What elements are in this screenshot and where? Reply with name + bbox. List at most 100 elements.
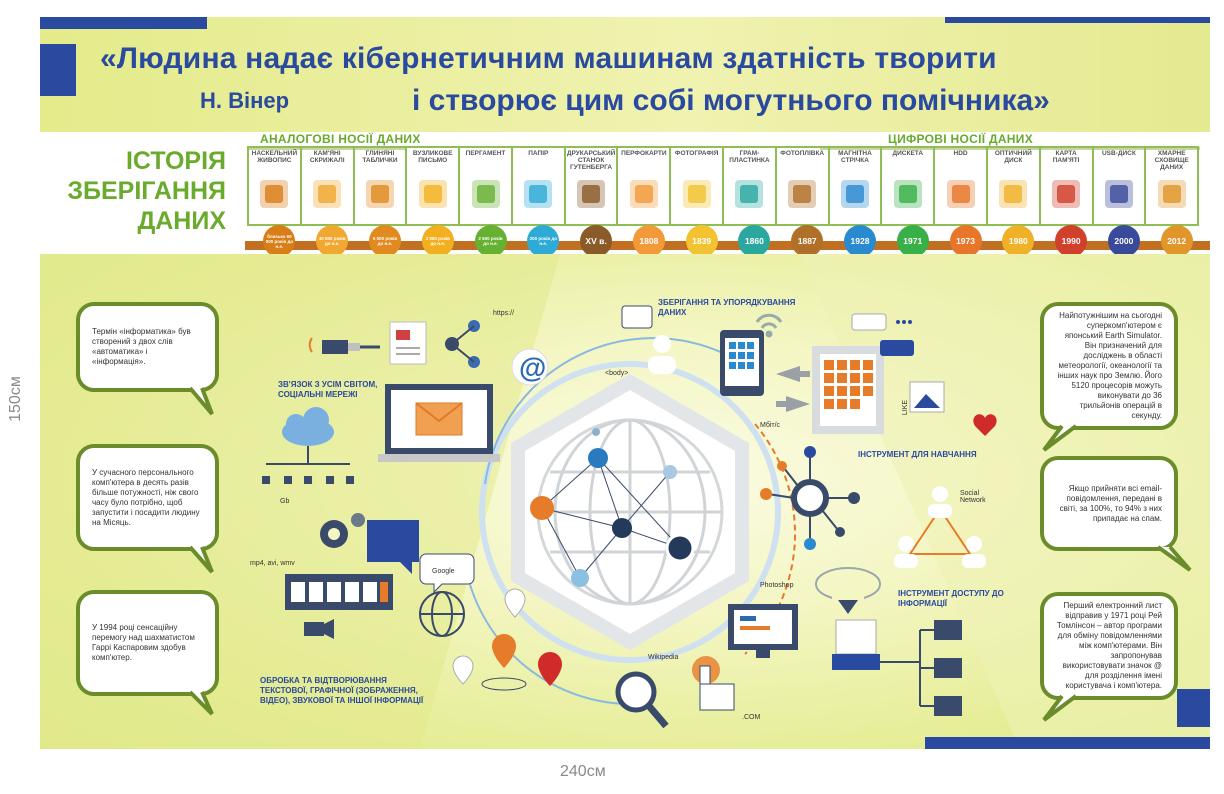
media-cell: ФОТОПЛІВКА (777, 148, 830, 224)
film-icon (782, 172, 822, 222)
usb-plug-icon (308, 337, 380, 354)
fact-text: Найпотужнішим на сьогодні суперкомп'ютер… (1057, 311, 1162, 420)
media-cell: ДРУКАРСЬКИЙ СТАНОК ГУТЕНБЕРГА (566, 148, 619, 224)
network-hub-icon (760, 446, 860, 550)
poster-header: «Людина надає кібернетичним машинам здат… (40, 17, 1210, 132)
media-label: ДИСКЕТА (892, 150, 924, 157)
label-storage: ЗБЕРІГАННЯ ТА УПОРЯДКУВАННЯ ДАНИХ (658, 298, 796, 317)
date-badge: 2012 (1160, 225, 1193, 257)
fact-text: У 1994 році сенсаційну перемогу над шахм… (92, 623, 195, 662)
com-text: .COM (742, 714, 761, 721)
footer-accent-bar (925, 737, 1210, 749)
parchment-icon (466, 172, 506, 222)
label-processing: ОБРОБКА ТА ВІДТВОРЮВАННЯ ТЕКСТОВОЇ, ГРАФ… (260, 676, 424, 705)
wikipedia-text: Wikipedia (648, 654, 679, 661)
punch-card-icon (624, 172, 664, 222)
https-text: https:// (493, 310, 515, 317)
media-label: ПЕРГАМЕНТ (465, 150, 506, 157)
fact-bubble: У сучасного персонального комп'ютера в д… (76, 444, 219, 551)
clay-tablets-icon (360, 172, 400, 222)
fact-bubble: У 1994 році сенсаційну перемогу над шахм… (76, 590, 219, 696)
media-cell: ВУЗЛИКОВЕ ПИСЬМО (407, 148, 461, 224)
fact-text: У сучасного персонального комп'ютера в д… (92, 467, 200, 527)
message-icon (621, 305, 653, 329)
google-text: Google (432, 568, 455, 575)
timeline-date: XV в. (570, 225, 623, 259)
timeline-date: 2 500 років до н.е. (464, 225, 517, 259)
chat-icon (367, 520, 475, 594)
filmstrip-icon (285, 574, 393, 610)
media-label: КАРТА ПАМ'ЯТІ (1052, 150, 1080, 164)
analog-label: АНАЛОГОВІ НОСІЇ ДАНИХ (260, 132, 421, 146)
bubble-tails (188, 386, 1192, 722)
timeline-dates: близько 60 000 років до н.е. 40 000 років… (253, 225, 1203, 259)
stone-tablets-icon (307, 172, 347, 222)
history-title-line: ДАНИХ (137, 207, 226, 235)
orbit-arcs (464, 337, 796, 705)
media-label: КАМ'ЯНІ СКРИЖАЛІ (309, 150, 345, 164)
history-title-line: ІСТОРІЯ (125, 147, 226, 175)
chat-bubble-icon (880, 340, 914, 356)
data-grid-icon (812, 346, 884, 434)
infographic-area: Термін «інформатика» був створений з дво… (40, 254, 1210, 749)
label-access: ІНСТРУМЕНТ ДОСТУПУ ДО ІНФОРМАЦІЇ (898, 589, 1004, 608)
label-learning: ІНСТРУМЕНТ ДЛЯ НАВЧАННЯ (858, 450, 977, 459)
date-badge: XV в. (580, 225, 613, 257)
date-badge: 1971 (896, 225, 929, 257)
media-cell: ХМАРНЕ СХОВИЩЕ ДАНИХ (1146, 148, 1200, 224)
tablet-icon (720, 330, 764, 396)
fact-bubble: Термін «інформатика» був створений з дво… (76, 302, 219, 392)
media-cell: ФОТОГРАФІЯ (671, 148, 725, 224)
timeline-date: 1839 (675, 225, 728, 259)
media-cell: МАГНІТНА СТРІЧКА (830, 148, 883, 224)
width-dimension: 240см (560, 763, 606, 780)
media-label: ХМАРНЕ СХОВИЩЕ ДАНИХ (1154, 150, 1189, 171)
floppy-icon (888, 172, 928, 222)
heart-icon (973, 414, 997, 436)
formats-text: mp4, avi, wmv (250, 560, 295, 567)
media-label: ОПТИЧНИЙ ДИСК (994, 150, 1032, 164)
hdd-icon (941, 172, 981, 222)
history-title-line: ЗБЕРІГАННЯ (67, 177, 226, 205)
paper-icon (518, 172, 558, 222)
optical-disc-icon (993, 172, 1033, 222)
date-badge: 2 500 років до н.е. (474, 225, 507, 257)
history-title: ІСТОРІЯ ЗБЕРІГАННЯ ДАНИХ (46, 146, 226, 236)
date-badge: 1839 (685, 225, 718, 257)
location-pin-icon (452, 588, 562, 691)
media-label: ПЕРФОКАРТИ (621, 150, 667, 157)
fact-bubble: Найпотужнішим на сьогодні суперкомп'ютер… (1040, 302, 1178, 430)
timeline-date: 1980 (992, 225, 1045, 259)
date-badge: 2000 (1107, 225, 1140, 257)
folder-tree-icon (880, 629, 934, 707)
fact-bubble: Якщо прийняти всі email-повідомлення, пе… (1040, 456, 1178, 551)
magnifier-icon (615, 671, 669, 729)
document-icon (389, 321, 427, 365)
timeline-date: 2012 (1150, 225, 1203, 259)
usb-icon (1099, 172, 1139, 222)
timeline-date: 1887 (781, 225, 834, 259)
date-badge: близько 60 000 років до н.е. (263, 225, 296, 257)
monitor-icon (728, 604, 798, 658)
social-network-text: Social Network (960, 490, 986, 504)
media-cell: ОПТИЧНИЙ ДИСК (988, 148, 1041, 224)
date-badge: 1808 (632, 225, 665, 257)
media-cell: НАСКЕЛЬНИЙ ЖИВОПИС (249, 148, 302, 224)
exchange-arrows-icon (776, 366, 810, 412)
laptop-mail-icon (378, 384, 500, 462)
timeline-date: 40 000 років до н.е. (306, 225, 359, 259)
header-accent-bar-right (945, 17, 1210, 23)
media-label: НАСКЕЛЬНИЙ ЖИВОПИС (251, 150, 298, 164)
date-badge: 40 000 років до н.е. (316, 225, 349, 257)
document-stack-icon (832, 619, 880, 670)
date-badge: 200 років до н.е. (527, 225, 560, 257)
media-cell: ГЛИНЯНІ ТАБЛИЧКИ (355, 148, 408, 224)
media-cell: КАМ'ЯНІ СКРИЖАЛІ (302, 148, 355, 224)
timeline-date: 2000 (1098, 225, 1151, 259)
media-label: ФОТОПЛІВКА (780, 150, 825, 157)
date-badge: 3 000 років до н.е. (421, 225, 454, 257)
date-badge: 1973 (949, 225, 982, 257)
label-social: ЗВ'ЯЗОК З УСІМ СВІТОМ, СОЦІАЛЬНІ МЕРЕЖІ (278, 380, 378, 399)
timeline-date: 1860 (728, 225, 781, 259)
quote-line-1: «Людина надає кібернетичним машинам здат… (100, 42, 997, 75)
